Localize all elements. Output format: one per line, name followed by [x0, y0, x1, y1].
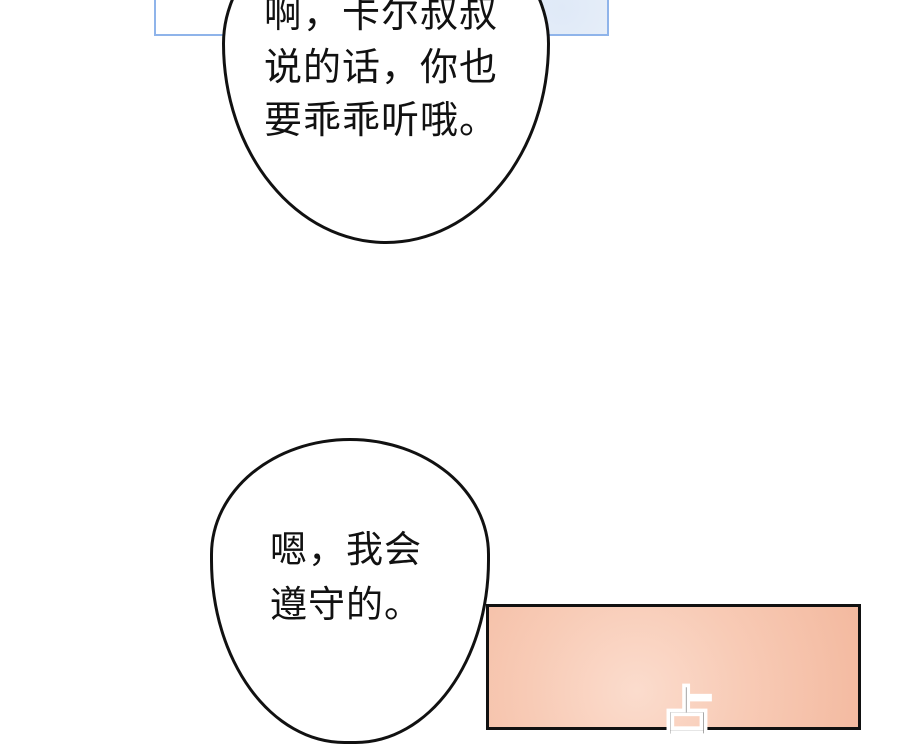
bubble-line: 要乖乖听哦。 — [264, 98, 499, 142]
bubble-line: 遵守的。 — [270, 583, 422, 626]
speech-bubble-1-text: 啊，卡尔叔叔说的话，你也要乖乖听哦。 — [264, 0, 498, 147]
bubble-line: 啊，卡尔叔叔 — [264, 0, 499, 36]
speech-bubble-2-text: 嗯，我会遵守的。 — [270, 522, 422, 632]
bubble-line: 说的话，你也 — [264, 45, 499, 89]
sound-effect-text: 占 — [659, 680, 715, 745]
bubble-line: 嗯，我会 — [270, 528, 422, 571]
speech-bubble-2 — [210, 438, 490, 744]
